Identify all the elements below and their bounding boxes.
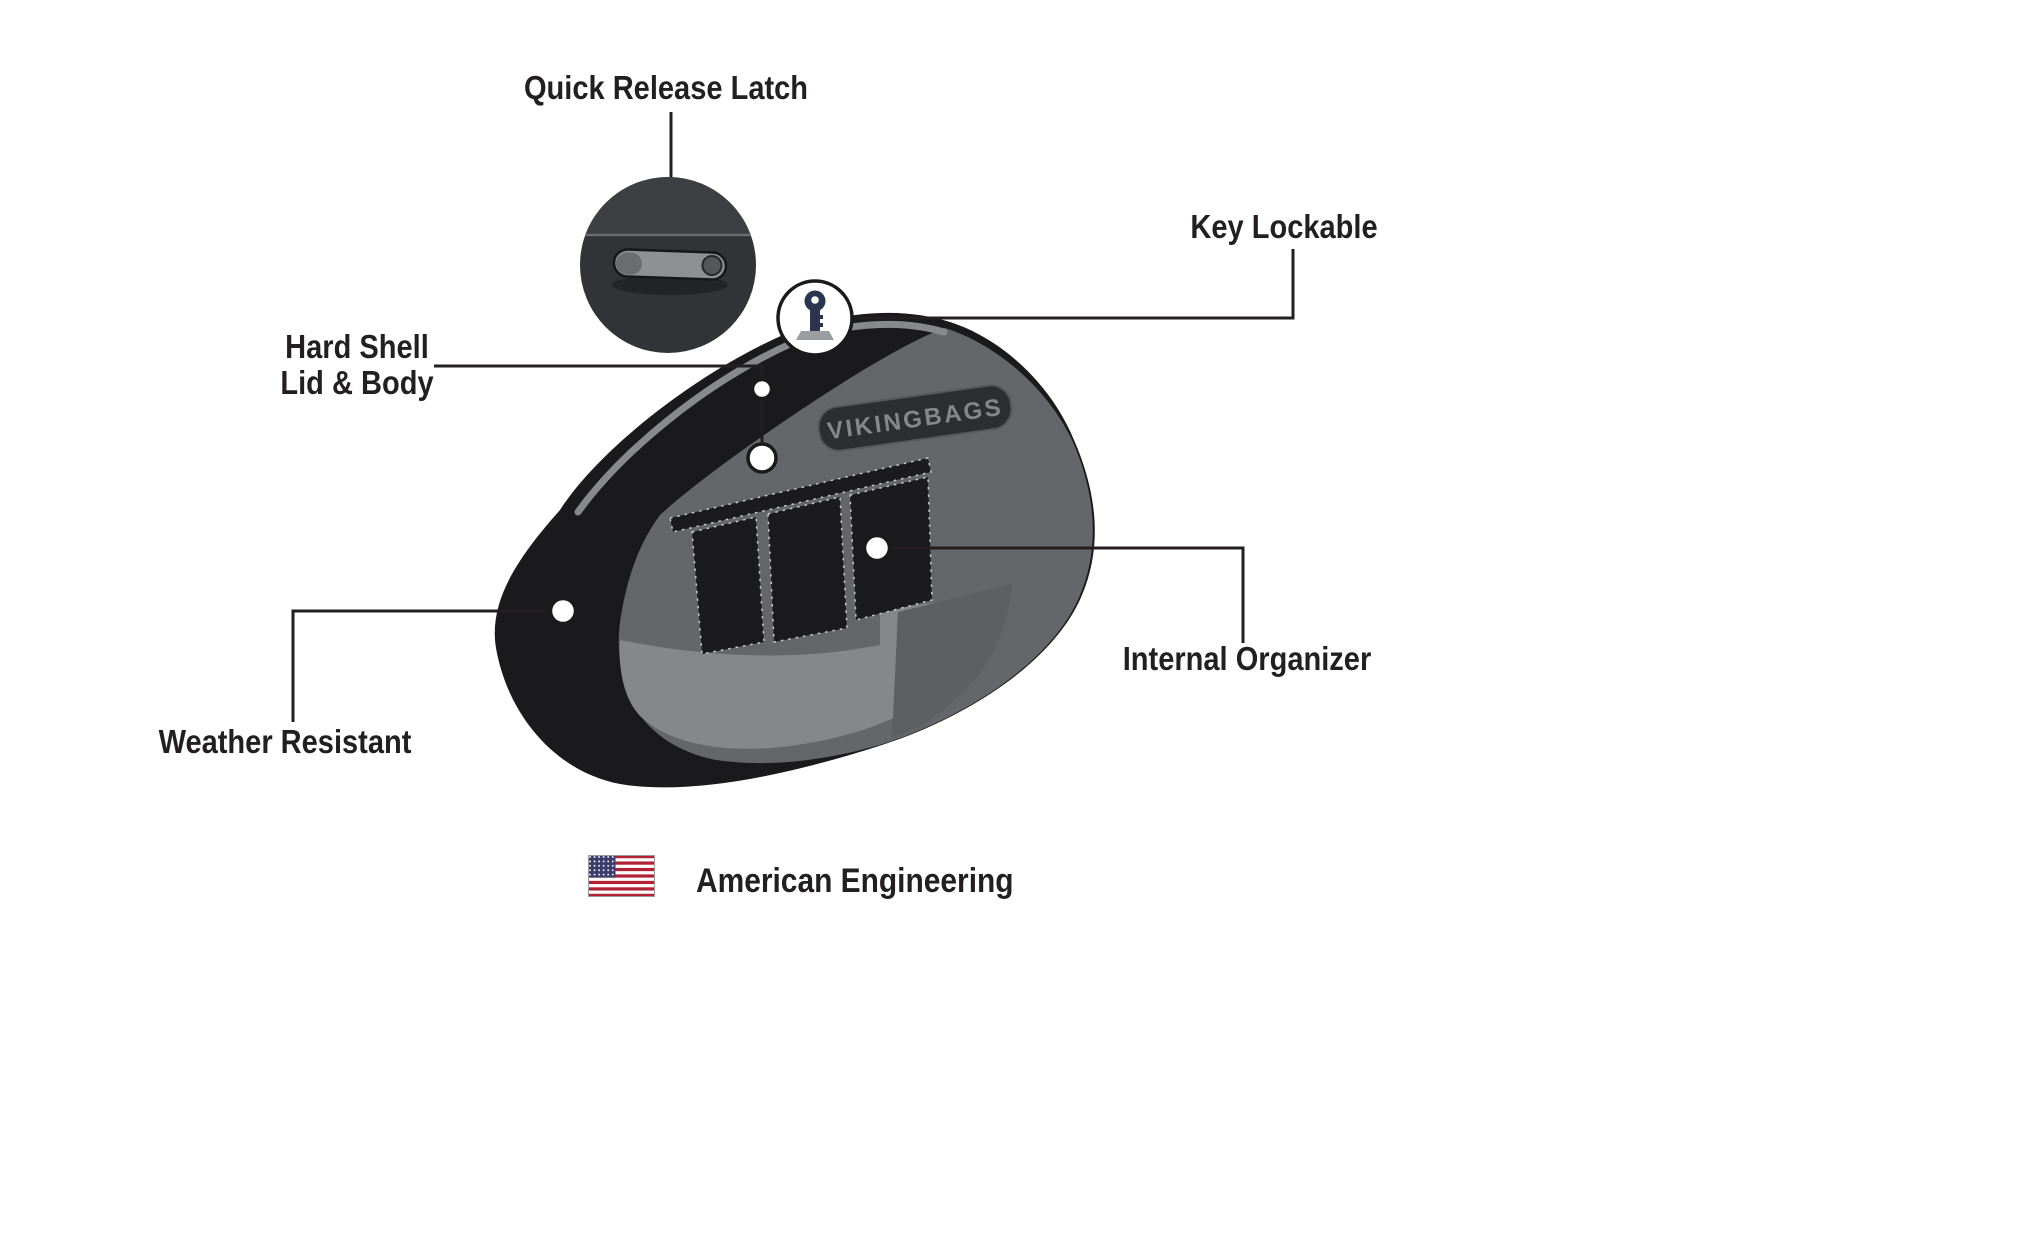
callout-line-hard-shell — [434, 364, 764, 458]
marker-weather — [548, 596, 578, 626]
callout-lines — [291, 112, 1295, 722]
marker-organizer — [862, 533, 892, 563]
callout-markers — [548, 377, 892, 626]
saddlebag-bottom-band — [619, 600, 960, 749]
us-flag-icon — [588, 855, 655, 897]
key-icon — [796, 290, 834, 340]
hard-shell-line2: Lid & Body — [280, 363, 434, 401]
marker-body — [746, 442, 778, 474]
footer-american-engineering: American Engineering — [696, 862, 1014, 900]
hard-shell-line1: Hard Shell — [285, 328, 429, 365]
callout-label-weather-resistant: Weather Resistant — [158, 723, 412, 760]
quick-release-latch-zoom — [580, 177, 756, 353]
callout-line-weather — [291, 609, 551, 722]
callout-line-internal — [889, 546, 1245, 643]
marker-lid — [750, 377, 774, 401]
saddlebag-right-wedge — [892, 584, 1012, 738]
lid-accent-stripe — [574, 320, 948, 516]
callout-label-internal-organizer: Internal Organizer — [1122, 640, 1372, 677]
callout-label-quick-release-latch: Quick Release Latch — [523, 69, 809, 106]
callout-label-hard-shell-lid-body: Hard Shell Lid & Body — [260, 329, 454, 401]
latch-lever-icon — [612, 248, 728, 281]
key-lock-badge — [776, 279, 854, 357]
callout-line-key-lockable — [855, 249, 1295, 320]
callout-label-key-lockable: Key Lockable — [1190, 208, 1378, 245]
saddlebag: VIKINGBAGS — [494, 312, 1095, 788]
